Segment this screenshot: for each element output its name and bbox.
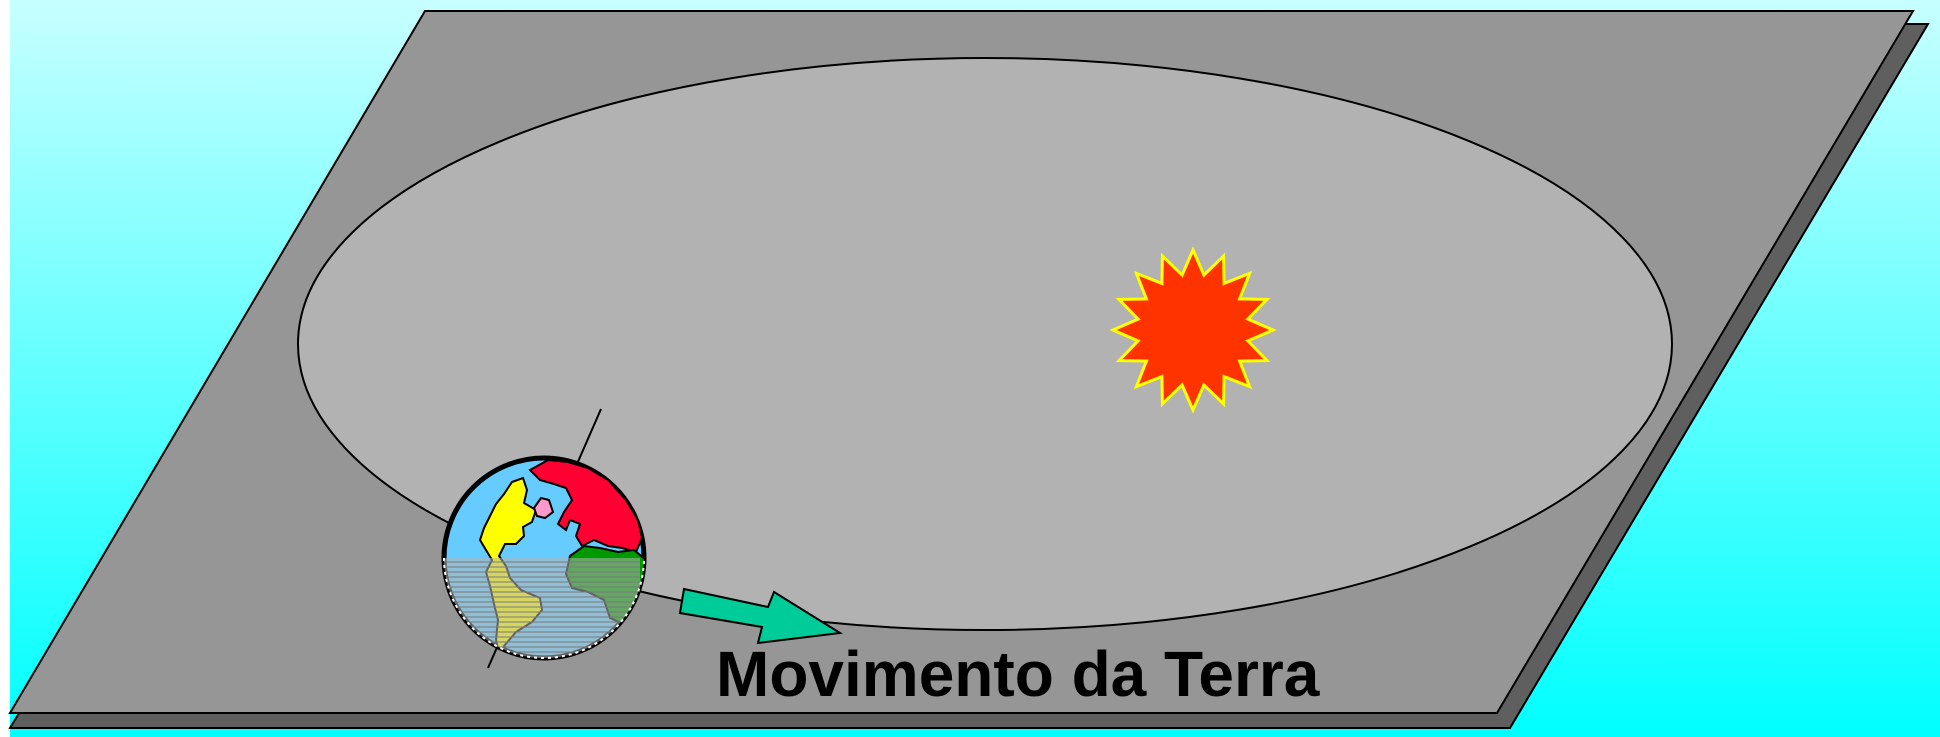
direction-arrow-icon [678,587,843,645]
diagram-caption: Movimento da Terra [716,638,1320,710]
continent-greenland [532,496,555,520]
earth-globe-icon [441,455,647,661]
globe-south-outline [443,557,645,659]
orbit-ellipse [297,57,1673,631]
sun-starburst-icon [1109,246,1277,414]
